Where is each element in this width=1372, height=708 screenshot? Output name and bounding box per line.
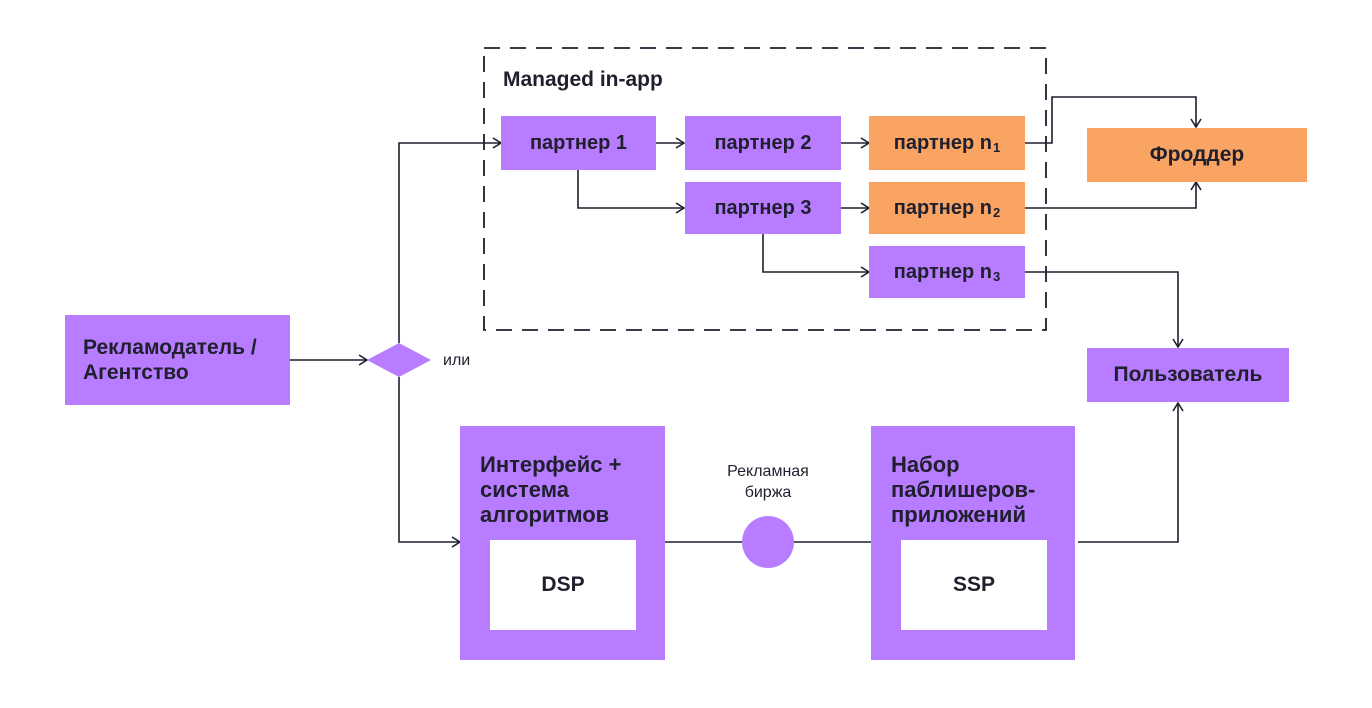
- ssp-title: Набор паблишеров-приложений: [891, 452, 1036, 527]
- partner3-label: партнер 3: [714, 196, 812, 219]
- fraudster-label: Фроддер: [1149, 143, 1245, 166]
- managed-in-app-frame: [483, 47, 1047, 331]
- dsp-label: DSP: [541, 573, 585, 596]
- exchange-node: [742, 516, 794, 568]
- advertiser-node: Рекламодатель /Агентство: [65, 315, 290, 405]
- edge-n1-fraudster: [1025, 96, 1202, 144]
- partner-n3-subscript: 3: [992, 268, 1001, 284]
- decision-diamond: [367, 343, 431, 377]
- group-label: Managed in-app: [503, 68, 663, 91]
- partner-n1-subscript: 1: [992, 139, 1001, 155]
- exchange-label: Рекламная биржа: [727, 463, 809, 501]
- edge-n3-user: [1025, 271, 1184, 349]
- edge-n2-fraudster: [1025, 180, 1202, 209]
- user-node: Пользователь: [1087, 348, 1289, 402]
- partner1-label: партнер 1: [529, 131, 628, 154]
- user-label: Пользователь: [1113, 363, 1263, 386]
- partner-n1-label: партнер n: [893, 131, 992, 154]
- partner1-node: партнер 1: [501, 116, 656, 170]
- partner2-node: партнер 2: [685, 116, 841, 170]
- ssp-box: SSP: [901, 540, 1047, 630]
- partner3-node: партнер 3: [685, 182, 841, 234]
- partner-n2-label: партнер n: [893, 196, 992, 219]
- partner2-label: партнер 2: [714, 131, 812, 154]
- partner-n3-label: партнер n: [893, 260, 992, 283]
- fraudster-node: Фроддер: [1087, 128, 1307, 182]
- edge-decision-partner1: [398, 137, 503, 343]
- advertiser-label: Рекламодатель /Агентство: [83, 336, 257, 384]
- edge-decision-dsp: [398, 377, 462, 548]
- dsp-box: DSP: [490, 540, 636, 630]
- edge-ssp-user: [1078, 401, 1184, 543]
- ssp-block: Набор паблишеров-приложений SSP: [871, 426, 1075, 660]
- dsp-title: Интерфейс + система алгоритмов: [480, 452, 622, 527]
- or-label: или: [443, 352, 471, 369]
- ssp-label: SSP: [952, 573, 996, 596]
- dsp-block: Интерфейс + система алгоритмов DSP: [460, 426, 665, 660]
- edge-partner3-n3: [762, 234, 871, 278]
- edge-partner1-partner3: [577, 170, 686, 214]
- partner-n2-subscript: 2: [992, 204, 1001, 220]
